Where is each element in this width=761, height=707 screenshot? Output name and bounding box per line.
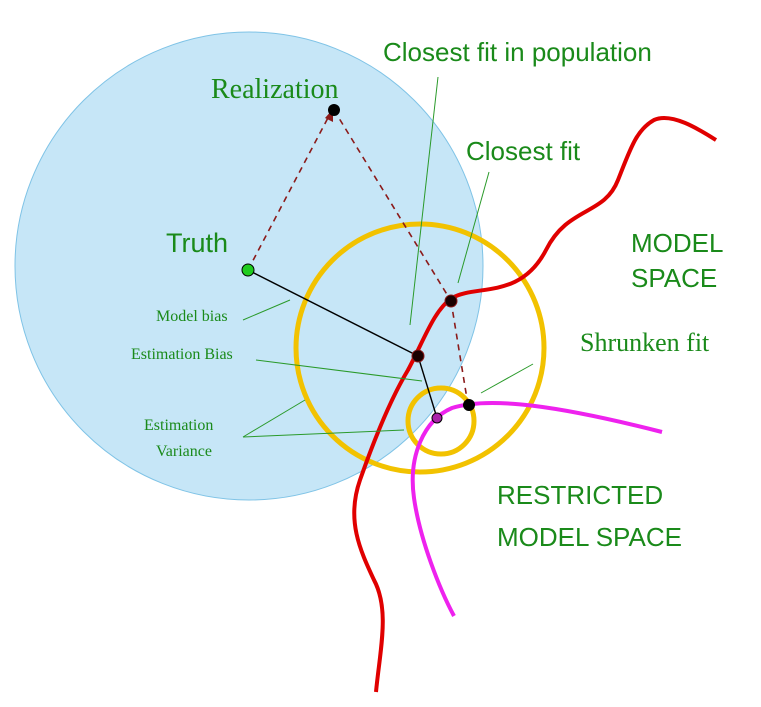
model-space-label-line1: MODEL xyxy=(631,228,723,258)
closest-fit-population-leader xyxy=(409,76,439,326)
estimation-bias-leader xyxy=(255,359,423,382)
shrunken-fit-point xyxy=(463,399,475,411)
shrunken-fit-label: Shrunken fit xyxy=(580,328,710,357)
closest-fit-population-label: Closest fit in population xyxy=(383,37,652,67)
model-space-label-line2: SPACE xyxy=(631,263,717,293)
closest-fit-population-point xyxy=(411,349,425,363)
shrunken-fit-leader xyxy=(480,363,534,394)
closest-fit-point xyxy=(444,294,458,308)
estimation-variance-ring-small xyxy=(405,385,477,457)
closest-fit-leader xyxy=(457,171,490,284)
estimation-variance-leader-1 xyxy=(242,399,306,438)
model-bias-label: Model bias xyxy=(156,308,228,325)
estimation-bias-line xyxy=(417,355,438,419)
estimation-variance-label-line1: Estimation xyxy=(144,417,213,434)
model-bias-line xyxy=(247,269,419,357)
estimation-bias-label: Estimation Bias xyxy=(131,346,233,363)
estimation-variance-ring-large xyxy=(293,221,547,475)
truth-point xyxy=(241,263,255,277)
estimation-variance-label-line2: Variance xyxy=(156,443,212,460)
restricted-fit-point xyxy=(431,412,443,424)
estimation-variance-leader-2 xyxy=(242,429,405,438)
restricted-model-space-curve xyxy=(410,400,663,617)
model-bias-leader xyxy=(242,299,291,321)
closest-fit-label: Closest fit xyxy=(466,136,581,166)
realization-closest-fit-dashed-line xyxy=(333,109,452,302)
truth-label: Truth xyxy=(166,228,228,258)
restricted-model-space-label-line1: RESTRICTED xyxy=(497,480,663,510)
realization-truth-dashed-line xyxy=(247,113,331,271)
realization-point xyxy=(328,104,340,116)
realization-label: Realization xyxy=(211,74,339,105)
restricted-model-space-label-line2: MODEL SPACE xyxy=(497,522,682,552)
